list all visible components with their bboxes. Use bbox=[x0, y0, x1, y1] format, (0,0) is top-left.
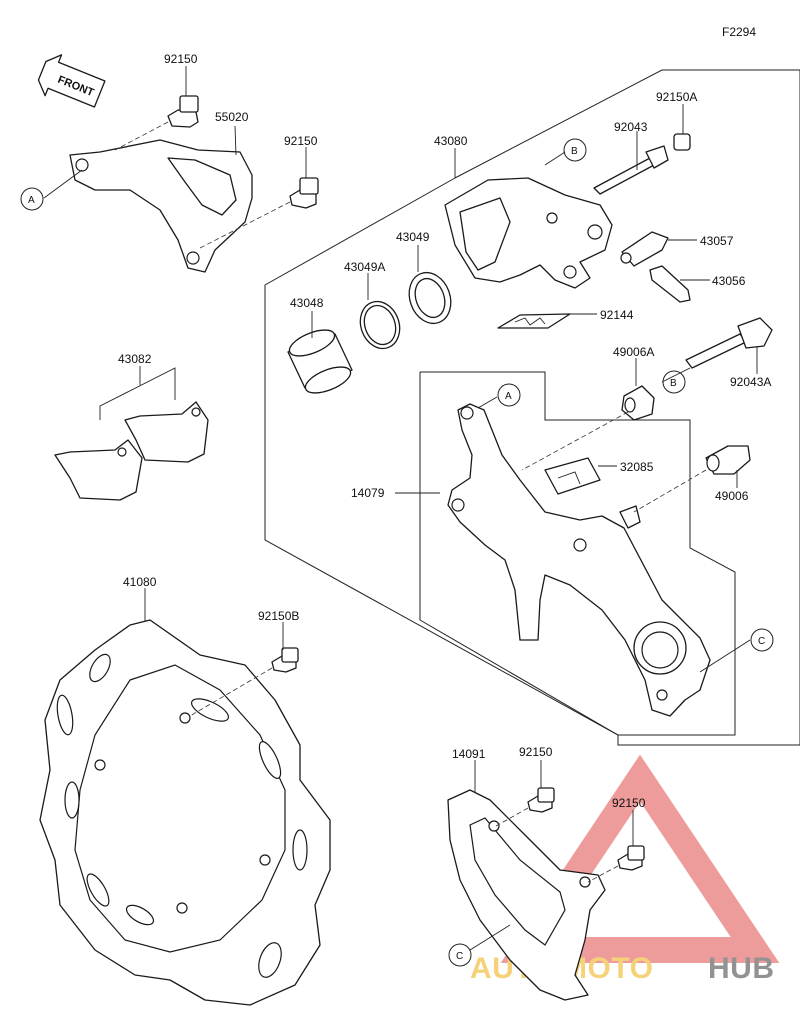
label-43080: 43080 bbox=[434, 134, 468, 148]
label-92144: 92144 bbox=[600, 308, 634, 322]
label-49006: 49006 bbox=[715, 489, 749, 503]
pin-92043a bbox=[685, 317, 773, 369]
bolt-92150-top bbox=[167, 95, 199, 128]
label-92150-top: 92150 bbox=[164, 52, 198, 66]
ref-a-holder bbox=[497, 383, 521, 407]
caliper-assembly-frame bbox=[264, 69, 800, 746]
ref-b-caliper bbox=[563, 138, 587, 162]
label-43057: 43057 bbox=[700, 234, 734, 248]
bleeder-cap-92150a bbox=[673, 133, 691, 151]
label-92043: 92043 bbox=[614, 120, 648, 134]
watermark-hub: HUB bbox=[708, 952, 775, 985]
label-92150-mid: 92150 bbox=[284, 134, 318, 148]
label-49006a: 49006A bbox=[613, 345, 654, 359]
pads-43082 bbox=[54, 401, 209, 501]
ref-a-holder-text: A bbox=[505, 391, 512, 402]
label-92043a: 92043A bbox=[730, 375, 771, 389]
seal-43049 bbox=[408, 271, 452, 325]
bolt-92150-mid bbox=[289, 177, 319, 209]
ref-b-pin-text: B bbox=[670, 378, 677, 389]
holder-subassembly-frame bbox=[419, 371, 736, 736]
label-43049: 43049 bbox=[396, 230, 430, 244]
ref-c-guard-text: C bbox=[456, 951, 463, 962]
guard-14091 bbox=[447, 789, 606, 1001]
disc-41080 bbox=[39, 619, 331, 1006]
ref-c-holder bbox=[750, 628, 774, 652]
boot-49006 bbox=[705, 445, 751, 475]
ref-b-caliper-text: B bbox=[571, 146, 578, 157]
clip-43057 bbox=[620, 231, 669, 267]
label-43082: 43082 bbox=[118, 352, 152, 366]
label-55020: 55020 bbox=[215, 110, 249, 124]
ref-b-pin bbox=[662, 370, 686, 394]
figure-code: F2294 bbox=[722, 25, 756, 39]
holder-14079 bbox=[447, 403, 711, 717]
caliper-43080 bbox=[444, 177, 613, 289]
label-92150a: 92150A bbox=[656, 90, 697, 104]
bolt-92150b bbox=[271, 647, 299, 673]
piston-43048 bbox=[287, 329, 353, 394]
bolt-92150-guard-b bbox=[617, 845, 645, 871]
bolt-92150-guard-a bbox=[527, 787, 555, 813]
label-43048: 43048 bbox=[290, 296, 324, 310]
bleeder-43056 bbox=[649, 265, 691, 303]
pin-92043 bbox=[593, 145, 669, 195]
label-32085: 32085 bbox=[620, 460, 654, 474]
label-43056: 43056 bbox=[712, 274, 746, 288]
ref-c-holder-text: C bbox=[758, 636, 765, 647]
label-92150b: 92150B bbox=[258, 609, 299, 623]
ref-c-guard bbox=[448, 943, 472, 967]
label-92150-guard-b: 92150 bbox=[612, 796, 646, 810]
label-41080: 41080 bbox=[123, 575, 157, 589]
ref-a-bracket bbox=[20, 187, 44, 211]
bracket-55020 bbox=[69, 139, 253, 273]
spring-92144 bbox=[497, 313, 571, 329]
seal-43049a bbox=[359, 300, 401, 350]
label-43049a: 43049A bbox=[344, 260, 385, 274]
front-arrow-icon: FRONT bbox=[37, 54, 106, 108]
ref-a-bracket-text: A bbox=[28, 195, 35, 206]
label-92150-guard-a: 92150 bbox=[519, 745, 553, 759]
label-14091: 14091 bbox=[452, 747, 486, 761]
plate-32085 bbox=[544, 457, 601, 495]
label-14079: 14079 bbox=[351, 486, 385, 500]
boot-49006a bbox=[621, 385, 655, 421]
